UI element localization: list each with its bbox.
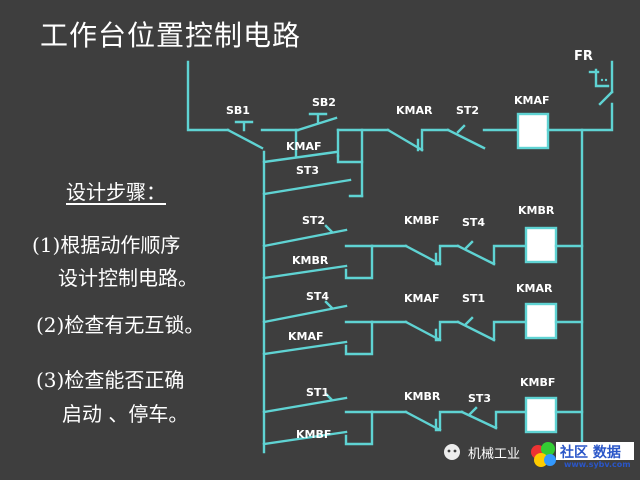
- kmaf-nc-label: KMAF: [404, 292, 440, 305]
- sb2-bypass-wire: [294, 128, 340, 158]
- st1-limit-switch-left: ST1: [262, 386, 374, 414]
- kmbf-coil-label: KMBF: [520, 376, 555, 389]
- kmaf-coil-label: KMAF: [514, 94, 550, 107]
- kmaf-hold-contact-2: KMAF: [262, 320, 374, 356]
- sb1-stop-button: SB1: [226, 104, 264, 150]
- right-return-wire: [580, 60, 614, 454]
- st4-limit-switch-right: ST4: [456, 216, 528, 266]
- step-3-line-1: (3)检查能否正确: [36, 368, 185, 392]
- fr-overload-contact: FR: [574, 49, 614, 106]
- sb2-label: SB2: [312, 96, 336, 109]
- st2-left-label: ST2: [302, 214, 325, 227]
- slide-title: 工作台位置控制电路: [40, 19, 302, 52]
- kmar-nc-label-top: KMAR: [396, 104, 433, 117]
- sb1-label: SB1: [226, 104, 250, 117]
- row1-wire-c: [420, 128, 450, 152]
- kmbf-nc-contact: KMBF: [404, 214, 460, 266]
- st3-limit-switch-right: ST3: [460, 392, 528, 430]
- st3-left-label: ST3: [296, 164, 319, 177]
- step-3-line-2: 启动 、停车。: [62, 402, 189, 426]
- st4-limit-switch-left: ST4: [262, 290, 374, 324]
- watermark: 机械工业 社区 数据 www.sybv.com: [438, 440, 638, 474]
- kmbr-nc-label: KMBR: [404, 390, 441, 403]
- step-2: (2)检查有无互锁。: [36, 313, 205, 337]
- watermark-badge: 社区 数据: [560, 445, 621, 461]
- kmbr-hold-label: KMBR: [292, 254, 329, 267]
- kmbf-hold-label: KMBF: [296, 428, 331, 441]
- kmbr-nc-contact: KMBR: [404, 390, 464, 432]
- kmbf-nc-label: KMBF: [404, 214, 439, 227]
- step-1-line-2: 设计控制电路。: [58, 266, 198, 290]
- kmbf-hold-contact: KMBF: [262, 410, 374, 446]
- sb2-start-button: SB2: [296, 96, 338, 132]
- steps-heading: 设计步骤：: [66, 180, 166, 204]
- kmar-coil-label: KMAR: [516, 282, 553, 295]
- st4-right-label: ST4: [462, 216, 485, 229]
- kmar-coil: [524, 302, 558, 340]
- kmaf-hold2-label: KMAF: [288, 330, 324, 343]
- st3-limit-switch-left: ST3: [262, 164, 364, 198]
- kmaf-nc-contact: KMAF: [404, 292, 460, 342]
- kmar-nc-contact-top: KMAR: [386, 104, 433, 152]
- st2-limit-switch-top: ST2: [446, 104, 486, 150]
- st1-limit-switch-right: ST1: [456, 292, 528, 342]
- fr-label: FR: [574, 49, 593, 64]
- watermark-text: 机械工业: [468, 447, 521, 462]
- kmbr-coil-label: KMBR: [518, 204, 555, 217]
- step-1-line-1: (1)根据动作顺序: [32, 233, 181, 257]
- st1-left-label: ST1: [306, 386, 329, 399]
- left-supply-wire: [186, 60, 230, 132]
- kmbr-hold-contact: KMBR: [262, 244, 374, 280]
- kmbf-coil: [524, 396, 558, 434]
- watermark-logo-icon: [444, 442, 634, 467]
- kmaf-hold-label: KMAF: [286, 140, 322, 153]
- kmaf-coil: [516, 112, 550, 150]
- st3-right-label: ST3: [468, 392, 491, 405]
- watermark-url: www.sybv.com: [564, 460, 631, 469]
- st2-limit-switch-left: ST2: [262, 214, 374, 248]
- st2-label-top: ST2: [456, 104, 479, 117]
- st4-left-label: ST4: [306, 290, 329, 303]
- st1-right-label: ST1: [462, 292, 485, 305]
- kmbr-coil: [524, 226, 558, 264]
- kmaf-hold-contact: KMAF: [262, 140, 364, 164]
